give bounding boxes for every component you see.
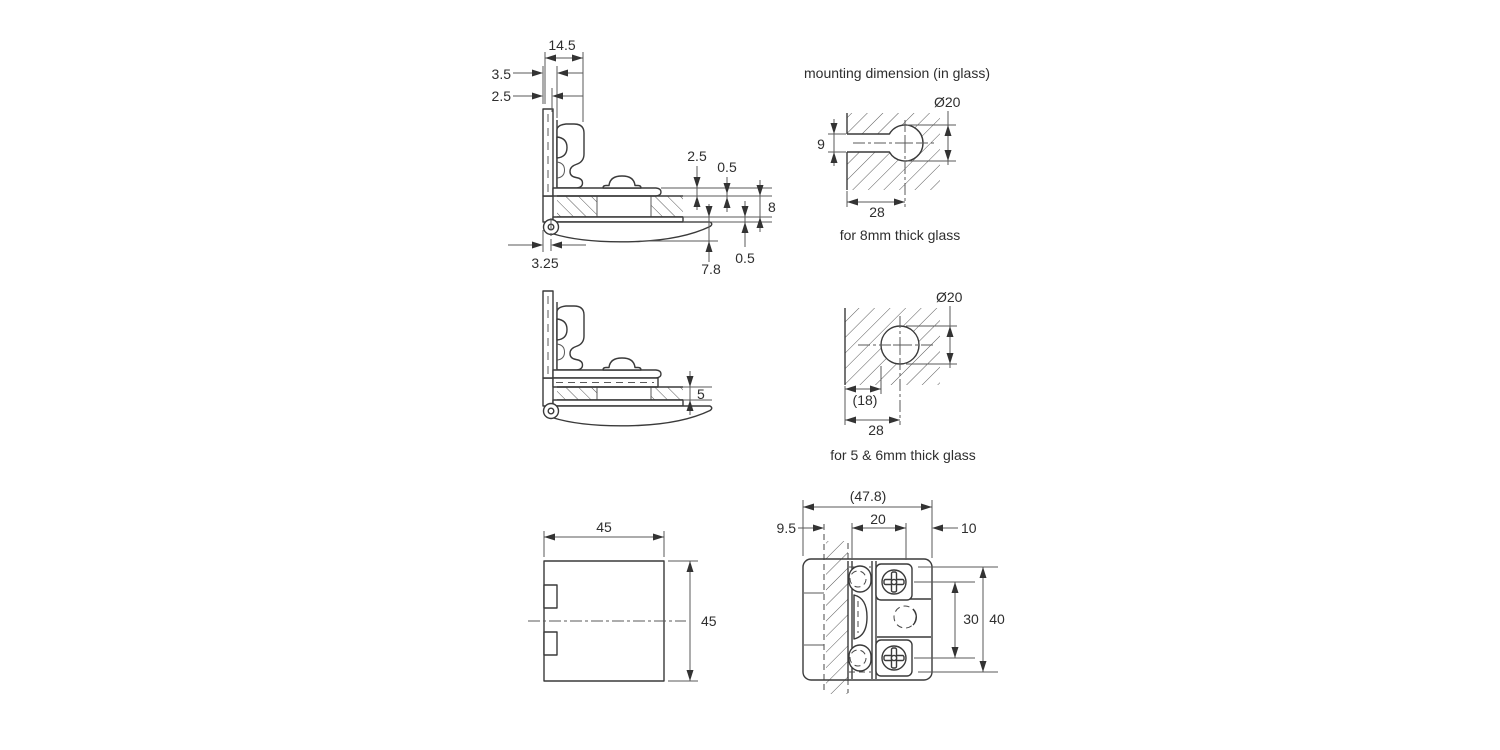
dim-label-10: 10 (961, 520, 977, 536)
figure-mounting-56mm: Ø20 (18) 28 for 5 & 6mm thick glass (830, 289, 976, 463)
dim-label-9-5: 9.5 (777, 520, 797, 536)
dim-label-5: 5 (697, 386, 705, 402)
dim-label-47-8: (47.8) (850, 488, 887, 504)
dim-label-3-25: 3.25 (531, 255, 558, 271)
figure-title: mounting dimension (in glass) (804, 65, 990, 81)
dim-label-28: 28 (869, 204, 885, 220)
dim-label-14-5: 14.5 (548, 37, 575, 53)
figure-caption: for 8mm thick glass (840, 227, 961, 243)
figure-front-view: (47.8) 9.5 20 10 30 40 (777, 488, 1005, 694)
dim-label-2-5-right: 2.5 (687, 148, 707, 164)
dim-label-3-5: 3.5 (492, 66, 512, 82)
dim-label-8: 8 (768, 199, 776, 215)
figure-side-view-8mm: 14.5 3.5 2.5 3.25 2.5 0.5 (492, 37, 776, 277)
dim-label-20: 20 (870, 511, 886, 527)
dim-label-dia20: Ø20 (936, 289, 963, 305)
dim-label-45-width: 45 (596, 519, 612, 535)
dim-label-2-5-left: 2.5 (492, 88, 512, 104)
dim-label-40: 40 (989, 611, 1005, 627)
dim-label-18: (18) (853, 392, 878, 408)
dim-label-0-5-top: 0.5 (717, 159, 737, 175)
figure-side-view-56mm: 5 (542, 290, 713, 427)
figure-mounting-8mm: mounting dimension (in glass) 9 Ø20 28 f… (804, 65, 990, 243)
dim-label-28: 28 (868, 422, 884, 438)
dim-label-0-5-bottom: 0.5 (735, 250, 755, 266)
figure-cover-plate: 45 45 (528, 519, 717, 682)
dim-label-7-8: 7.8 (701, 261, 721, 277)
figure-caption: for 5 & 6mm thick glass (830, 447, 976, 463)
dim-label-30: 30 (963, 611, 979, 627)
dim-label-dia20: Ø20 (934, 94, 961, 110)
dim-label-9: 9 (817, 136, 825, 152)
dim-label-45-height: 45 (701, 613, 717, 629)
